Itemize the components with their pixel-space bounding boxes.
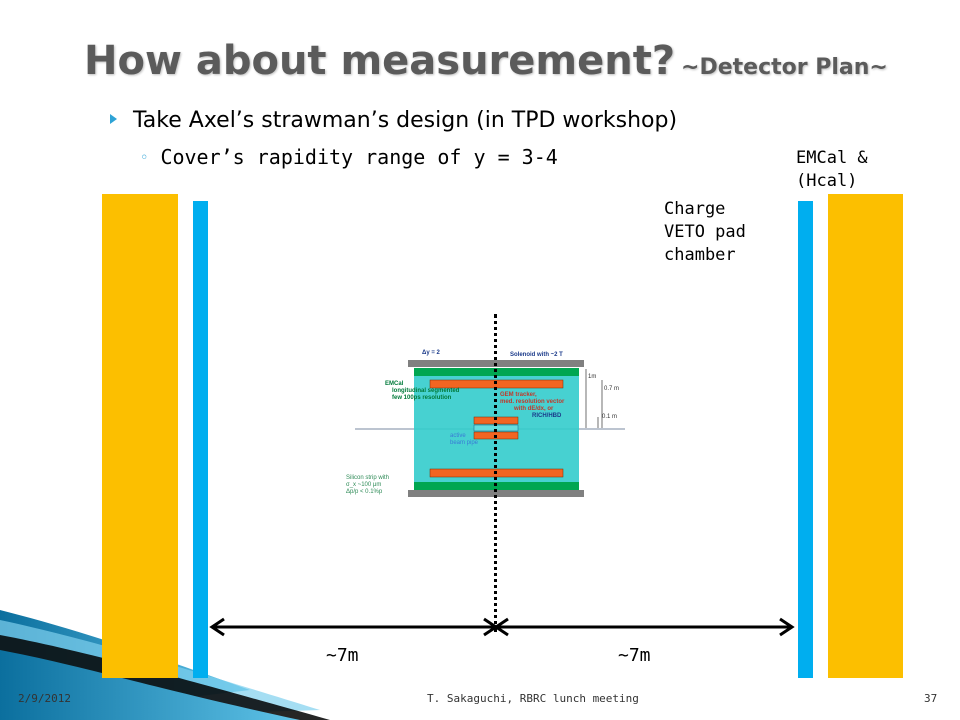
veto-label: Charge VETO pad chamber <box>664 198 774 267</box>
slide-title-main: How about measurement? <box>84 38 676 84</box>
dim-01m-label: 0.1 m <box>602 414 617 420</box>
beam-line1-label: active <box>450 433 466 439</box>
gem-line4-label: RICH/HBD <box>532 413 562 419</box>
distance-right-label: ~7m <box>618 645 651 666</box>
bullet-1: Take Axel’s strawman’s design (in TPD wo… <box>110 108 677 133</box>
footer-date: 2/9/2012 <box>18 692 71 705</box>
slide-title-sub: ~Detector Plan~ <box>681 55 888 80</box>
inner-detector-diagram: Δy = 2 Solenoid with ~2 T EMCal longitud… <box>346 350 625 497</box>
left-arrowhead <box>209 617 225 637</box>
left-veto-bar <box>193 201 208 678</box>
left-emcal-bar <box>102 194 178 678</box>
distance-arrows <box>209 617 795 637</box>
emcal-title-label: EMCal <box>385 381 404 387</box>
beam-line2-label: beam pipe <box>450 440 479 446</box>
si-line1-label: Silicon strip with <box>346 475 389 481</box>
circle-bullet-icon: ◦ <box>140 150 149 166</box>
dy-label: Δy = 2 <box>422 350 440 356</box>
distance-left-label: ~7m <box>326 645 359 666</box>
interaction-point-line <box>494 314 497 632</box>
emcal-label-line1: EMCal & <box>796 148 868 168</box>
veto-label-line2: VETO pad <box>664 222 746 242</box>
footer-page-number: 37 <box>924 692 938 705</box>
center-right-arrowhead <box>493 617 509 637</box>
right-arrowhead <box>779 617 795 637</box>
bullet-1-text: Take Axel’s strawman’s design (in TPD wo… <box>133 108 678 133</box>
veto-label-line3: chamber <box>664 245 736 265</box>
emcal-line2-label: few 100ps resolution <box>392 395 452 401</box>
corner-swoosh-decoration <box>0 610 330 720</box>
triangle-bullet-icon <box>110 114 117 124</box>
emcal-label-line2: (Hcal) <box>796 171 858 191</box>
slide-title: How about measurement?~Detector Plan~ <box>84 38 944 84</box>
gem-line3-label: with dE/dx, or <box>513 406 554 412</box>
veto-label-line1: Charge <box>664 199 726 219</box>
emcal-line1-label: longitudinal segmented <box>392 388 460 394</box>
right-emcal-bar <box>828 194 903 678</box>
dim-07m-label: 0.7 m <box>604 386 619 392</box>
si-line2-label: σ_x ~100 μm <box>346 482 381 488</box>
si-line3-label: Δp/p < 0.1%p <box>346 489 383 495</box>
gem-line1-label: GEM tracker, <box>500 392 537 398</box>
emcal-label: EMCal & (Hcal) <box>796 147 896 193</box>
right-veto-bar <box>798 201 813 678</box>
dim-1m-label: 1m <box>588 374 596 380</box>
bullet-2: ◦ Cover’s rapidity range of y = 3-4 <box>140 145 558 169</box>
footer-center: T. Sakaguchi, RBRC lunch meeting <box>427 692 639 705</box>
solenoid-label: Solenoid with ~2 T <box>510 352 563 358</box>
bullet-2-text: Cover’s rapidity range of y = 3-4 <box>160 145 558 169</box>
gem-line2-label: med. resolution vector <box>500 399 565 405</box>
